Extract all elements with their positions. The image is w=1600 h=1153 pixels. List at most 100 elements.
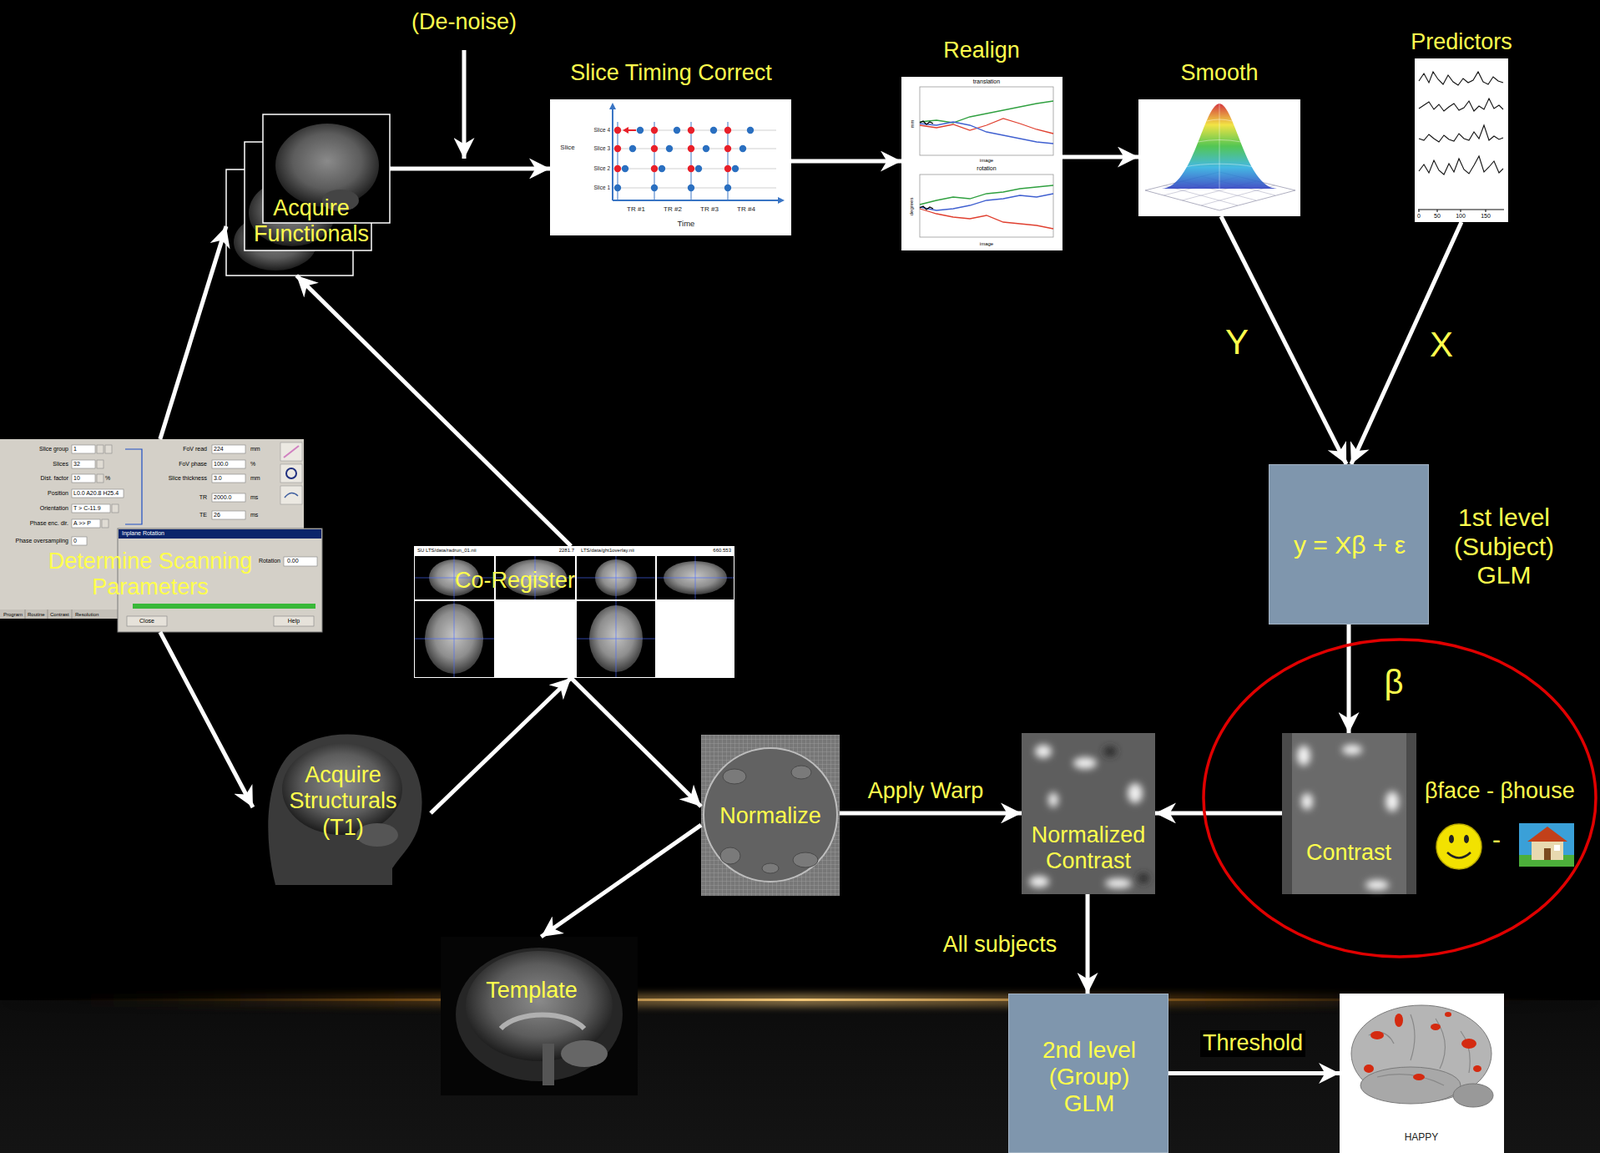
model-box: y = Xβ + ε bbox=[1268, 464, 1429, 625]
scanner-settings-screenshot bbox=[0, 439, 323, 632]
plot-title: translation bbox=[973, 78, 1000, 86]
slice-label: Slice 2 bbox=[593, 165, 611, 172]
flow-arrow bbox=[1085, 893, 1091, 994]
field-label: FoV phase bbox=[178, 460, 207, 468]
house-icon bbox=[1519, 822, 1575, 867]
contrast-formula: βface - βhouse bbox=[1424, 777, 1575, 804]
edge-label: X bbox=[1427, 324, 1456, 365]
node-label: Determine Scanning Parameters bbox=[29, 548, 272, 601]
node-label: Template bbox=[439, 977, 624, 1004]
flow-arrow bbox=[1062, 155, 1139, 160]
coregistration-screenshot bbox=[413, 545, 735, 678]
gaussian-kernel bbox=[1138, 99, 1301, 217]
field-value: 2000.0 bbox=[213, 494, 232, 501]
flow-arrow bbox=[160, 226, 227, 440]
field-label: Rotation bbox=[258, 557, 281, 565]
unit-label: ms bbox=[250, 494, 258, 501]
node-label: Acquire Structurals (T1) bbox=[280, 762, 406, 840]
field-label: TE bbox=[199, 511, 207, 519]
tab-label: Resolution bbox=[75, 611, 99, 618]
unit-label: % bbox=[105, 474, 111, 482]
tick-label: 150 bbox=[1480, 212, 1491, 220]
button-label: Close bbox=[139, 617, 155, 625]
file-path: SU LTS/data/radrun_01.nii bbox=[417, 547, 477, 554]
node-label: y = Xβ + ε bbox=[1274, 530, 1425, 561]
flow-arrow bbox=[296, 275, 571, 546]
field-label: Slices bbox=[52, 460, 69, 468]
field-value: 26 bbox=[213, 511, 221, 519]
activation-render: HAPPY bbox=[1339, 993, 1505, 1153]
predictor-timecourses bbox=[1414, 58, 1509, 223]
step-heading: Slice Timing Correct bbox=[533, 60, 809, 86]
edge-label: Apply Warp bbox=[865, 777, 987, 804]
slice-label: Slice 4 bbox=[593, 126, 611, 133]
template-image bbox=[440, 936, 638, 1096]
field-label: Position bbox=[47, 489, 69, 497]
unit-label: ms bbox=[250, 511, 258, 519]
step-heading: Predictors bbox=[1390, 29, 1533, 56]
axis-label: mm bbox=[909, 119, 916, 128]
coregistration-view: Co-Register bbox=[413, 545, 735, 678]
flow-arrow bbox=[540, 824, 702, 937]
flow-arrow bbox=[1347, 624, 1352, 733]
intensity-value: 2281.7 bbox=[559, 547, 575, 554]
axis-label: image bbox=[979, 157, 994, 164]
contrast-map: Contrast bbox=[1282, 732, 1417, 894]
flow-arrow bbox=[791, 159, 902, 164]
node-label: Contrast bbox=[1284, 839, 1414, 866]
structural-head-image bbox=[267, 733, 422, 885]
flow-arrow bbox=[839, 810, 1022, 815]
model-box: 2nd level (Group) GLM bbox=[1008, 993, 1169, 1153]
node-label: Co-Register bbox=[431, 567, 599, 594]
flow-arrow bbox=[1351, 222, 1462, 465]
unit-label: mm bbox=[250, 474, 261, 482]
contrast-image bbox=[1282, 732, 1417, 894]
denoise-arrow bbox=[462, 50, 467, 159]
tick-label: TR #4 bbox=[736, 205, 756, 213]
condition-label: HAPPY bbox=[1346, 1131, 1497, 1144]
motion-parameter-plots bbox=[901, 76, 1063, 251]
normalization-map: Normalize bbox=[701, 734, 840, 896]
node-label: 2nd level (Group) GLM bbox=[1033, 1036, 1146, 1118]
tab-label: Contrast bbox=[50, 611, 70, 618]
axis-label: Time bbox=[677, 219, 696, 229]
minus-sign: - bbox=[1492, 825, 1501, 855]
field-value: 32 bbox=[73, 460, 81, 468]
field-value: A >> P bbox=[73, 519, 91, 527]
template-image: Template bbox=[440, 936, 638, 1096]
field-label: Slice thickness bbox=[168, 474, 207, 482]
slice-label: Slice 1 bbox=[593, 184, 611, 191]
axis-label: Slice bbox=[560, 143, 575, 152]
field-value: 1 bbox=[73, 445, 77, 453]
file-path: LTS/data/ght1overlay.nii bbox=[580, 547, 635, 554]
face-icon bbox=[1436, 823, 1482, 869]
step-heading: Smooth bbox=[1127, 60, 1312, 86]
field-value: 100.0 bbox=[213, 460, 229, 468]
tick-label: 0 bbox=[1417, 212, 1421, 220]
slice-timing-chart bbox=[550, 99, 792, 236]
slice-timing-chart: Slice Timing Correct bbox=[550, 99, 792, 236]
normalized-contrast-image bbox=[1021, 732, 1156, 894]
axis-label: degrees bbox=[909, 196, 916, 216]
field-value: 10 bbox=[73, 474, 81, 482]
unit-label: % bbox=[250, 460, 256, 468]
field-value: 224 bbox=[213, 445, 224, 453]
unit-label: mm bbox=[250, 445, 261, 453]
node-label: Normalized Contrast bbox=[1024, 822, 1154, 874]
field-value: T > C-11.9 bbox=[73, 504, 101, 512]
structural-image: Acquire Structurals (T1) bbox=[252, 726, 431, 889]
field-label: TR bbox=[199, 494, 207, 501]
flow-arrow bbox=[160, 631, 253, 808]
activation-brain-render bbox=[1339, 993, 1505, 1153]
level-annotation: 1st level (Subject) GLM bbox=[1437, 503, 1571, 591]
tick-label: TR #2 bbox=[663, 205, 682, 213]
edge-label: β bbox=[1381, 662, 1406, 702]
field-value: 0.00 bbox=[287, 557, 299, 565]
axis-label: image bbox=[979, 241, 994, 248]
edge-label: All subjects bbox=[940, 931, 1060, 958]
node-label: Acquire Functionals bbox=[240, 195, 383, 248]
field-label: Slice group bbox=[39, 445, 69, 453]
tab-label: Program bbox=[3, 611, 23, 618]
